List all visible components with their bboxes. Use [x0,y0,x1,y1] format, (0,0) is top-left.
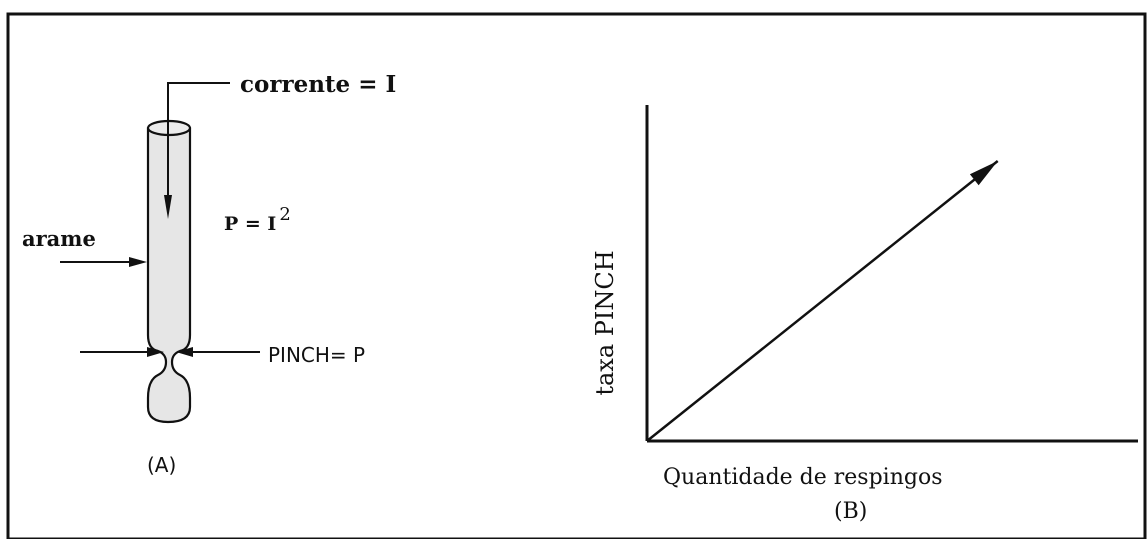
power-equation-base: P = I [224,213,276,235]
series-line-0 [646,160,999,442]
pinch-arrow-right-head [176,347,193,357]
panel-b-chart: taxa PINCH Quantidade de respingos (B) [591,105,1138,524]
panel-a-caption: (A) [147,453,176,477]
figure-frame [6,12,1147,539]
current-label: corrente = I [240,71,396,98]
pinch-label: PINCH= P [268,343,365,367]
x-axis-label: Quantidade de respingos [663,465,943,490]
wire-body [146,126,192,424]
wire-arrowhead [129,257,147,267]
series-arrowhead-0 [969,161,998,186]
power-equation-exponent: 2 [279,204,290,225]
current-arrowhead [164,195,172,219]
panel-b-caption: (B) [834,499,867,524]
wire-label: arame [22,226,96,251]
series-layer [646,160,999,442]
y-axis-label: taxa PINCH [591,250,619,395]
current-arrow-line [167,82,230,205]
pinch-arrow-left-head [147,347,164,357]
